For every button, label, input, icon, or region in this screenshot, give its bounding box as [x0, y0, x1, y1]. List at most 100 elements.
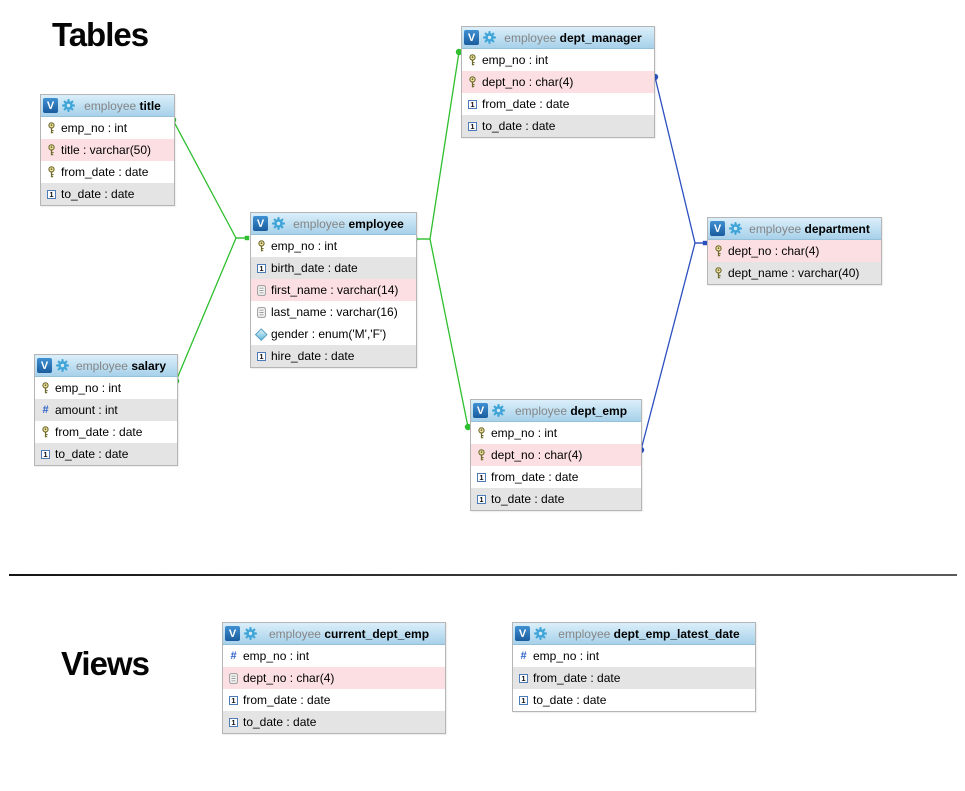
table-header[interactable]: V employee department: [708, 218, 881, 240]
gear-icon[interactable]: [729, 222, 742, 235]
key-icon: [712, 267, 725, 279]
key-icon: [475, 449, 488, 461]
relation-line-dept_manager-department: [654, 76, 706, 244]
column-row[interactable]: title : varchar(50): [41, 139, 174, 161]
column-text: from_date : date: [243, 693, 331, 707]
key-icon: [255, 240, 268, 252]
date-icon: 1: [517, 695, 530, 705]
table-header[interactable]: V employee title: [41, 95, 174, 117]
section-separator-line: [9, 574, 957, 576]
column-text: hire_date : date: [271, 349, 355, 363]
column-row[interactable]: #emp_no : int: [223, 645, 445, 667]
column-row[interactable]: emp_no : int: [251, 235, 416, 257]
table-title: employee department: [742, 222, 877, 236]
view-badge-icon: V: [473, 403, 488, 418]
table-node-current_dept_emp[interactable]: V employee current_dept_emp #emp_no : in…: [222, 622, 446, 734]
date-icon: 1: [475, 494, 488, 504]
date-icon: 1: [517, 673, 530, 683]
column-text: dept_no : char(4): [728, 244, 820, 258]
table-node-title[interactable]: V employee title emp_no : int title : var…: [40, 94, 175, 206]
table-header[interactable]: V employee current_dept_emp: [223, 623, 445, 645]
column-row[interactable]: from_date : date: [41, 161, 174, 183]
table-header[interactable]: V employee dept_emp: [471, 400, 641, 422]
column-text: last_name : varchar(16): [271, 305, 398, 319]
table-node-dept_emp[interactable]: V employee dept_emp emp_no : int dept_no …: [470, 399, 642, 511]
column-row[interactable]: #emp_no : int: [513, 645, 755, 667]
gear-icon[interactable]: [483, 31, 496, 44]
column-text: emp_no : int: [533, 649, 600, 663]
column-row[interactable]: first_name : varchar(14): [251, 279, 416, 301]
table-name: department: [804, 221, 870, 236]
column-row[interactable]: dept_no : char(4): [471, 444, 641, 466]
key-icon: [45, 166, 58, 178]
table-name: dept_emp_latest_date: [613, 626, 740, 641]
column-row[interactable]: dept_no : char(4): [223, 667, 445, 689]
date-icon: 1: [39, 449, 52, 459]
table-header[interactable]: V employee employee: [251, 213, 416, 235]
column-row[interactable]: last_name : varchar(16): [251, 301, 416, 323]
table-title: employee dept_manager: [496, 31, 650, 45]
column-text: first_name : varchar(14): [271, 283, 399, 297]
table-name: employee: [348, 216, 404, 231]
table-header[interactable]: V employee dept_manager: [462, 27, 654, 49]
key-icon: [466, 54, 479, 66]
view-badge-icon: V: [225, 626, 240, 641]
gear-icon[interactable]: [272, 217, 285, 230]
column-row[interactable]: gender : enum('M','F'): [251, 323, 416, 345]
gear-icon[interactable]: [534, 627, 547, 640]
column-row[interactable]: dept_name : varchar(40): [708, 262, 881, 284]
column-text: amount : int: [55, 403, 118, 417]
gear-icon[interactable]: [492, 404, 505, 417]
column-row[interactable]: dept_no : char(4): [462, 71, 654, 93]
date-icon: 1: [466, 99, 479, 109]
text-icon: [227, 672, 240, 684]
hash-icon: #: [230, 649, 237, 662]
column-text: dept_name : varchar(40): [728, 266, 860, 280]
date-icon: 1: [45, 189, 58, 199]
column-row[interactable]: emp_no : int: [471, 422, 641, 444]
column-row[interactable]: #amount : int: [35, 399, 177, 421]
table-node-department[interactable]: V employee department dept_no : char(4) d…: [707, 217, 882, 285]
table-title: employee salary: [69, 359, 173, 373]
column-text: to_date : date: [533, 693, 607, 707]
column-row[interactable]: emp_no : int: [41, 117, 174, 139]
table-node-dept_emp_latest_date[interactable]: V employee dept_emp_latest_date #emp_no …: [512, 622, 756, 712]
gear-icon[interactable]: [62, 99, 75, 112]
column-text: from_date : date: [482, 97, 570, 111]
column-text: title : varchar(50): [61, 143, 152, 157]
gear-icon[interactable]: [244, 627, 257, 640]
column-row[interactable]: from_date : date: [35, 421, 177, 443]
key-icon: [475, 427, 488, 439]
column-row[interactable]: dept_no : char(4): [708, 240, 881, 262]
column-text: from_date : date: [55, 425, 143, 439]
table-name: dept_manager: [559, 30, 642, 45]
column-text: gender : enum('M','F'): [271, 327, 387, 341]
relation-line-salary-employee: [175, 237, 249, 382]
view-badge-icon: V: [515, 626, 530, 641]
table-node-salary[interactable]: V employee salary emp_no : int#amount : …: [34, 354, 178, 466]
gear-icon[interactable]: [56, 359, 69, 372]
table-header[interactable]: V employee dept_emp_latest_date: [513, 623, 755, 645]
relation-line-employee-dept_emp: [414, 238, 469, 428]
relation-line-dept_emp-department: [640, 242, 706, 451]
table-header[interactable]: V employee salary: [35, 355, 177, 377]
column-text: emp_no : int: [491, 426, 558, 440]
column-row[interactable]: emp_no : int: [462, 49, 654, 71]
column-row[interactable]: emp_no : int: [35, 377, 177, 399]
key-icon: [45, 122, 58, 134]
schema-label: employee: [558, 626, 611, 641]
